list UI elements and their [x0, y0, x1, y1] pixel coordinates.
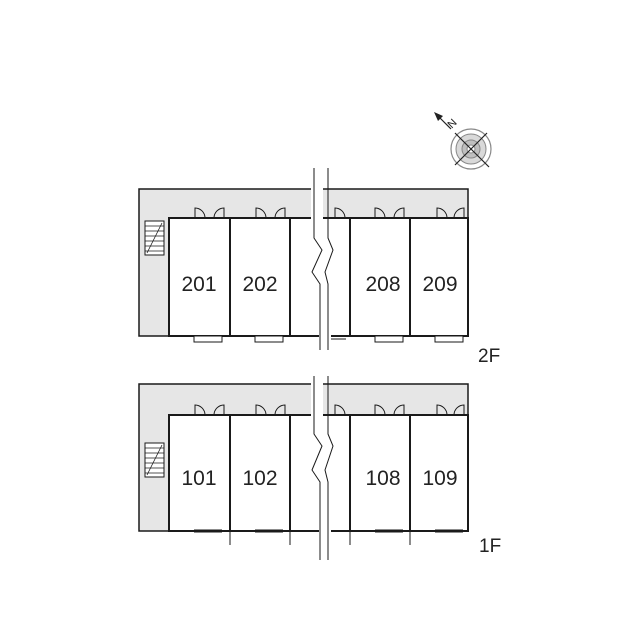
floor-1f: 101 102 108 109 1F [138, 375, 501, 561]
break-line-left-2f [311, 168, 323, 350]
door-icons-1f [194, 404, 465, 416]
floor-label-1f: 1F [479, 536, 501, 557]
staircase-1f [144, 442, 165, 478]
staircase-2f [144, 220, 165, 256]
break-line-right-2f [324, 168, 334, 350]
room-109 [409, 414, 469, 532]
balconies-2f [193, 335, 464, 343]
room-208 [349, 217, 411, 337]
room-102 [229, 414, 291, 532]
room-label: 209 [422, 273, 457, 296]
room-108 [349, 414, 411, 532]
room-label: 101 [181, 467, 216, 490]
room-label: 109 [422, 467, 457, 490]
room-209 [409, 217, 469, 337]
room-label: 208 [365, 273, 400, 296]
compass-north-label: N [445, 117, 459, 131]
floor-2f: 201 202 208 209 2F [138, 167, 500, 367]
break-line-1f [308, 375, 334, 561]
windows-1f [194, 529, 463, 545]
room-label: 201 [181, 273, 216, 296]
break-line-2f [308, 167, 334, 351]
break-line-left-1f [311, 376, 323, 560]
compass-rose-icon: N [434, 112, 492, 170]
break-line-right-1f [324, 376, 334, 560]
floor-label-2f: 2F [478, 346, 500, 367]
room-201 [168, 217, 231, 337]
door-icons-2f [194, 207, 465, 219]
room-label: 202 [242, 273, 277, 296]
room-label: 102 [242, 467, 277, 490]
room-label: 108 [365, 467, 400, 490]
